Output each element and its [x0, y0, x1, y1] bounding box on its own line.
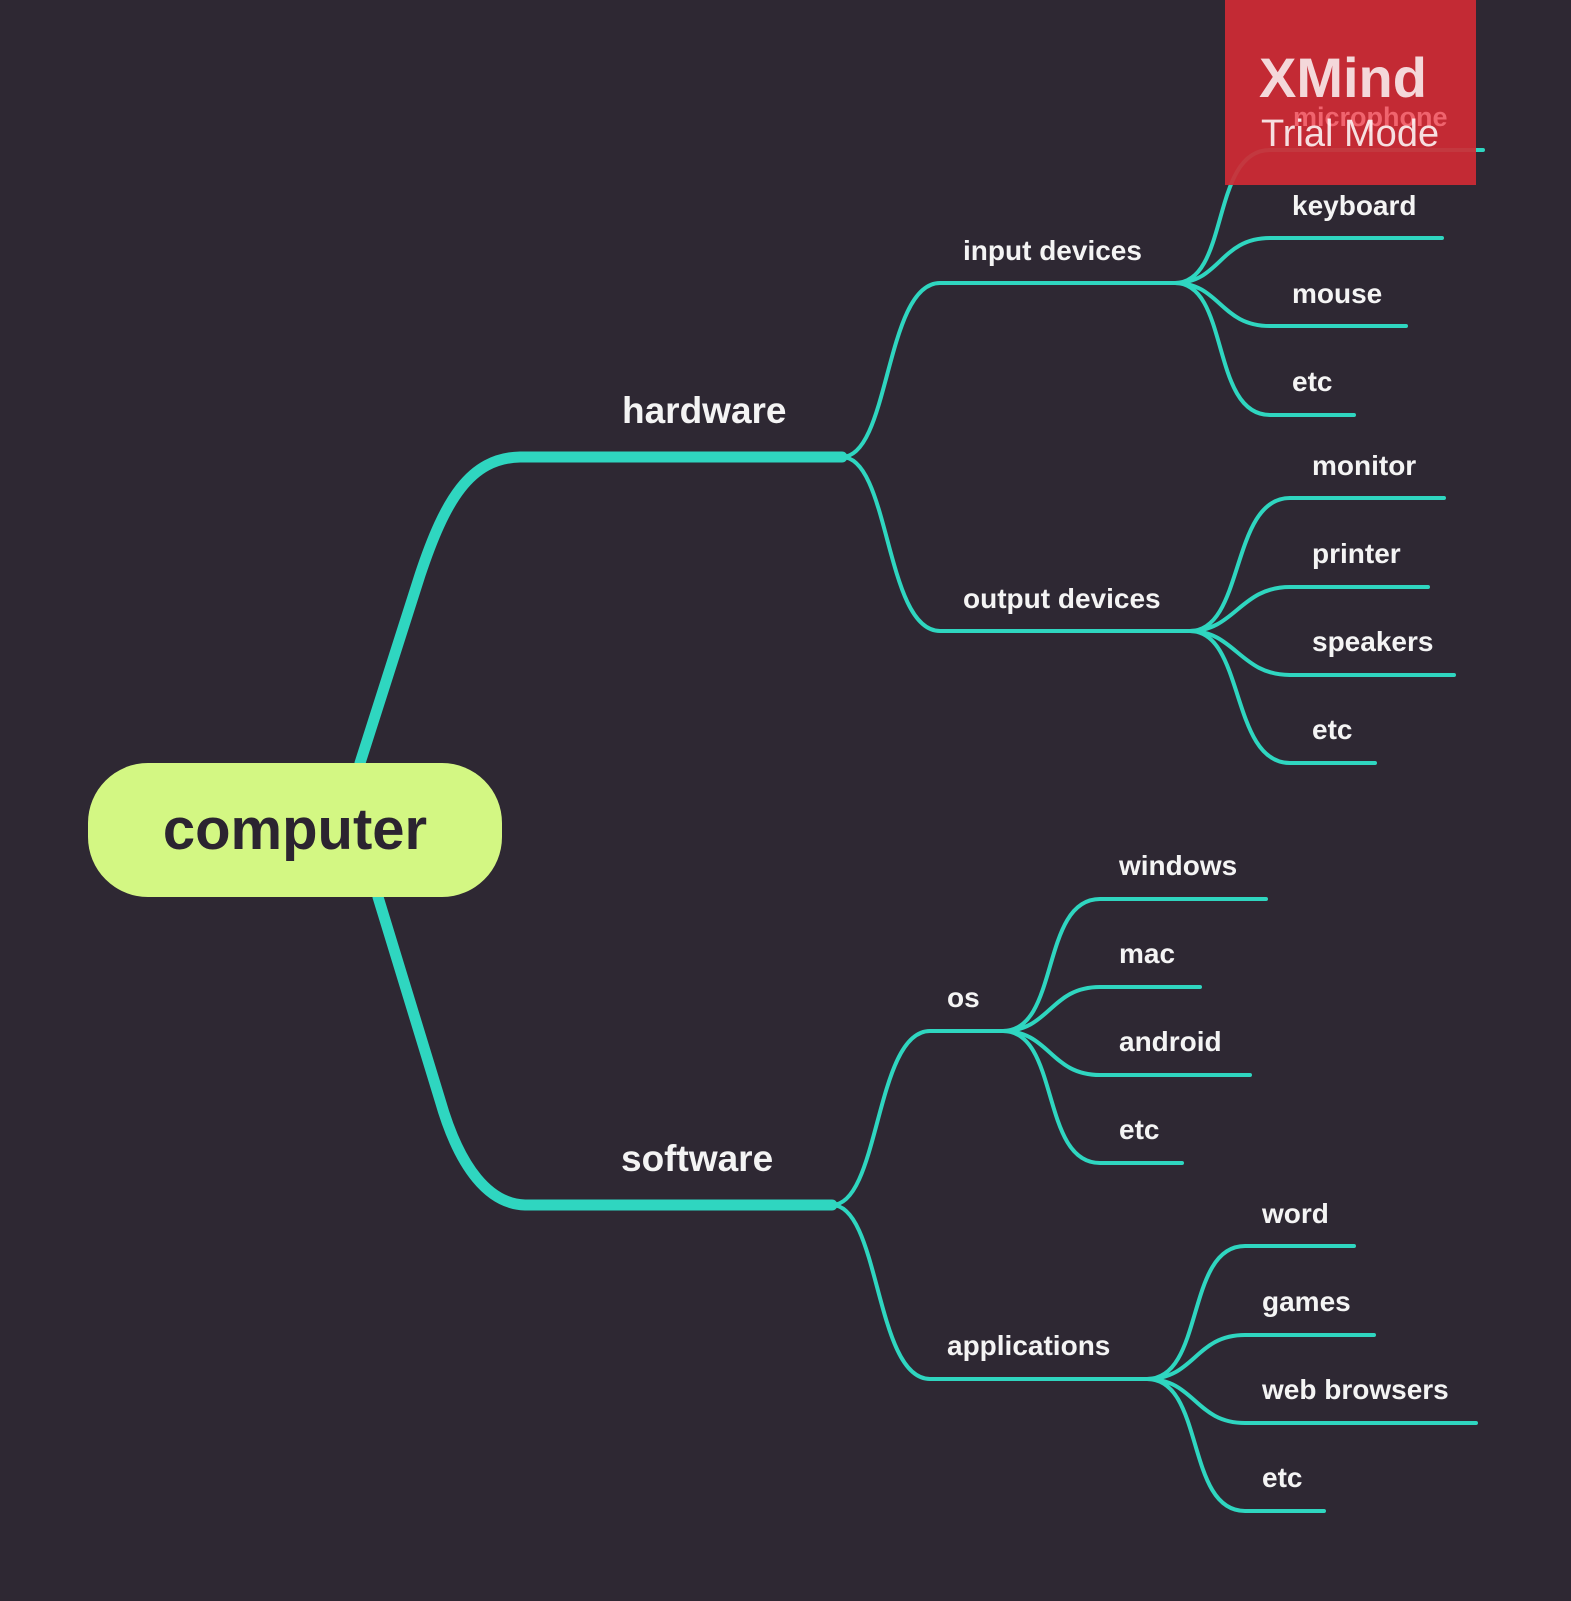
subtopic-applications[interactable]: applications: [947, 1330, 1111, 1361]
leaf-applications-games[interactable]: games: [1262, 1286, 1351, 1317]
connector-os-leaf-2: [1001, 985, 1202, 1033]
connector-input-leaf-2: [1173, 236, 1444, 285]
connector-os-leaf-1: [1001, 897, 1268, 1033]
connector-applications-leaf-1: [1145, 1244, 1356, 1381]
watermark-mode: Trial Mode: [1261, 113, 1440, 155]
connector-applications-leaf-4: [1145, 1377, 1326, 1513]
subtopic-os[interactable]: os: [947, 982, 980, 1013]
leaf-output-etc[interactable]: etc: [1312, 714, 1353, 745]
connector-input-leaf-4: [1173, 281, 1356, 417]
leaf-input-mouse[interactable]: mouse: [1292, 278, 1383, 309]
leaf-os-windows[interactable]: windows: [1119, 850, 1238, 881]
connector-applications-leaf-2: [1145, 1333, 1376, 1381]
leaf-output-printer[interactable]: printer: [1312, 538, 1401, 569]
leaf-os-mac[interactable]: mac: [1119, 938, 1176, 969]
connector-software-os: [830, 1029, 1005, 1207]
leaf-input-microphone[interactable]: microphone: [1293, 102, 1448, 132]
leaf-input-keyboard[interactable]: keyboard: [1292, 190, 1417, 221]
root-topic-label: computer: [162, 797, 428, 862]
topic-software[interactable]: software: [621, 1138, 774, 1179]
connector-output-leaf-1: [1188, 496, 1446, 633]
watermark-brand: XMind: [1259, 46, 1427, 109]
connector-output-leaf-4: [1188, 629, 1377, 765]
topic-hardware[interactable]: hardware: [622, 390, 787, 431]
connector-hardware-input: [840, 281, 1177, 459]
leaf-applications-web-browsers[interactable]: web browsers: [1262, 1374, 1449, 1405]
subtopic-output-devices[interactable]: output devices: [963, 583, 1161, 614]
connector-root-software: [372, 891, 838, 1211]
leaf-output-speakers[interactable]: speakers: [1312, 626, 1434, 657]
trial-watermark: microphone XMind Trial Mode: [1225, 0, 1476, 185]
leaf-applications-etc[interactable]: etc: [1262, 1462, 1303, 1493]
root-topic[interactable]: computer: [88, 763, 502, 897]
connector-os-leaf-4: [1001, 1029, 1184, 1165]
leaf-applications-word[interactable]: word: [1262, 1198, 1329, 1229]
leaf-output-monitor[interactable]: monitor: [1312, 450, 1417, 481]
leaf-input-etc[interactable]: etc: [1292, 366, 1333, 397]
connector-software-applications: [830, 1203, 1149, 1381]
subtopic-input-devices[interactable]: input devices: [963, 235, 1142, 266]
connector-root-hardware: [354, 451, 848, 769]
leaf-os-android[interactable]: android: [1119, 1026, 1222, 1057]
leaf-os-etc[interactable]: etc: [1119, 1114, 1160, 1145]
connector-output-leaf-2: [1188, 585, 1430, 633]
connector-hardware-output: [840, 455, 1192, 633]
